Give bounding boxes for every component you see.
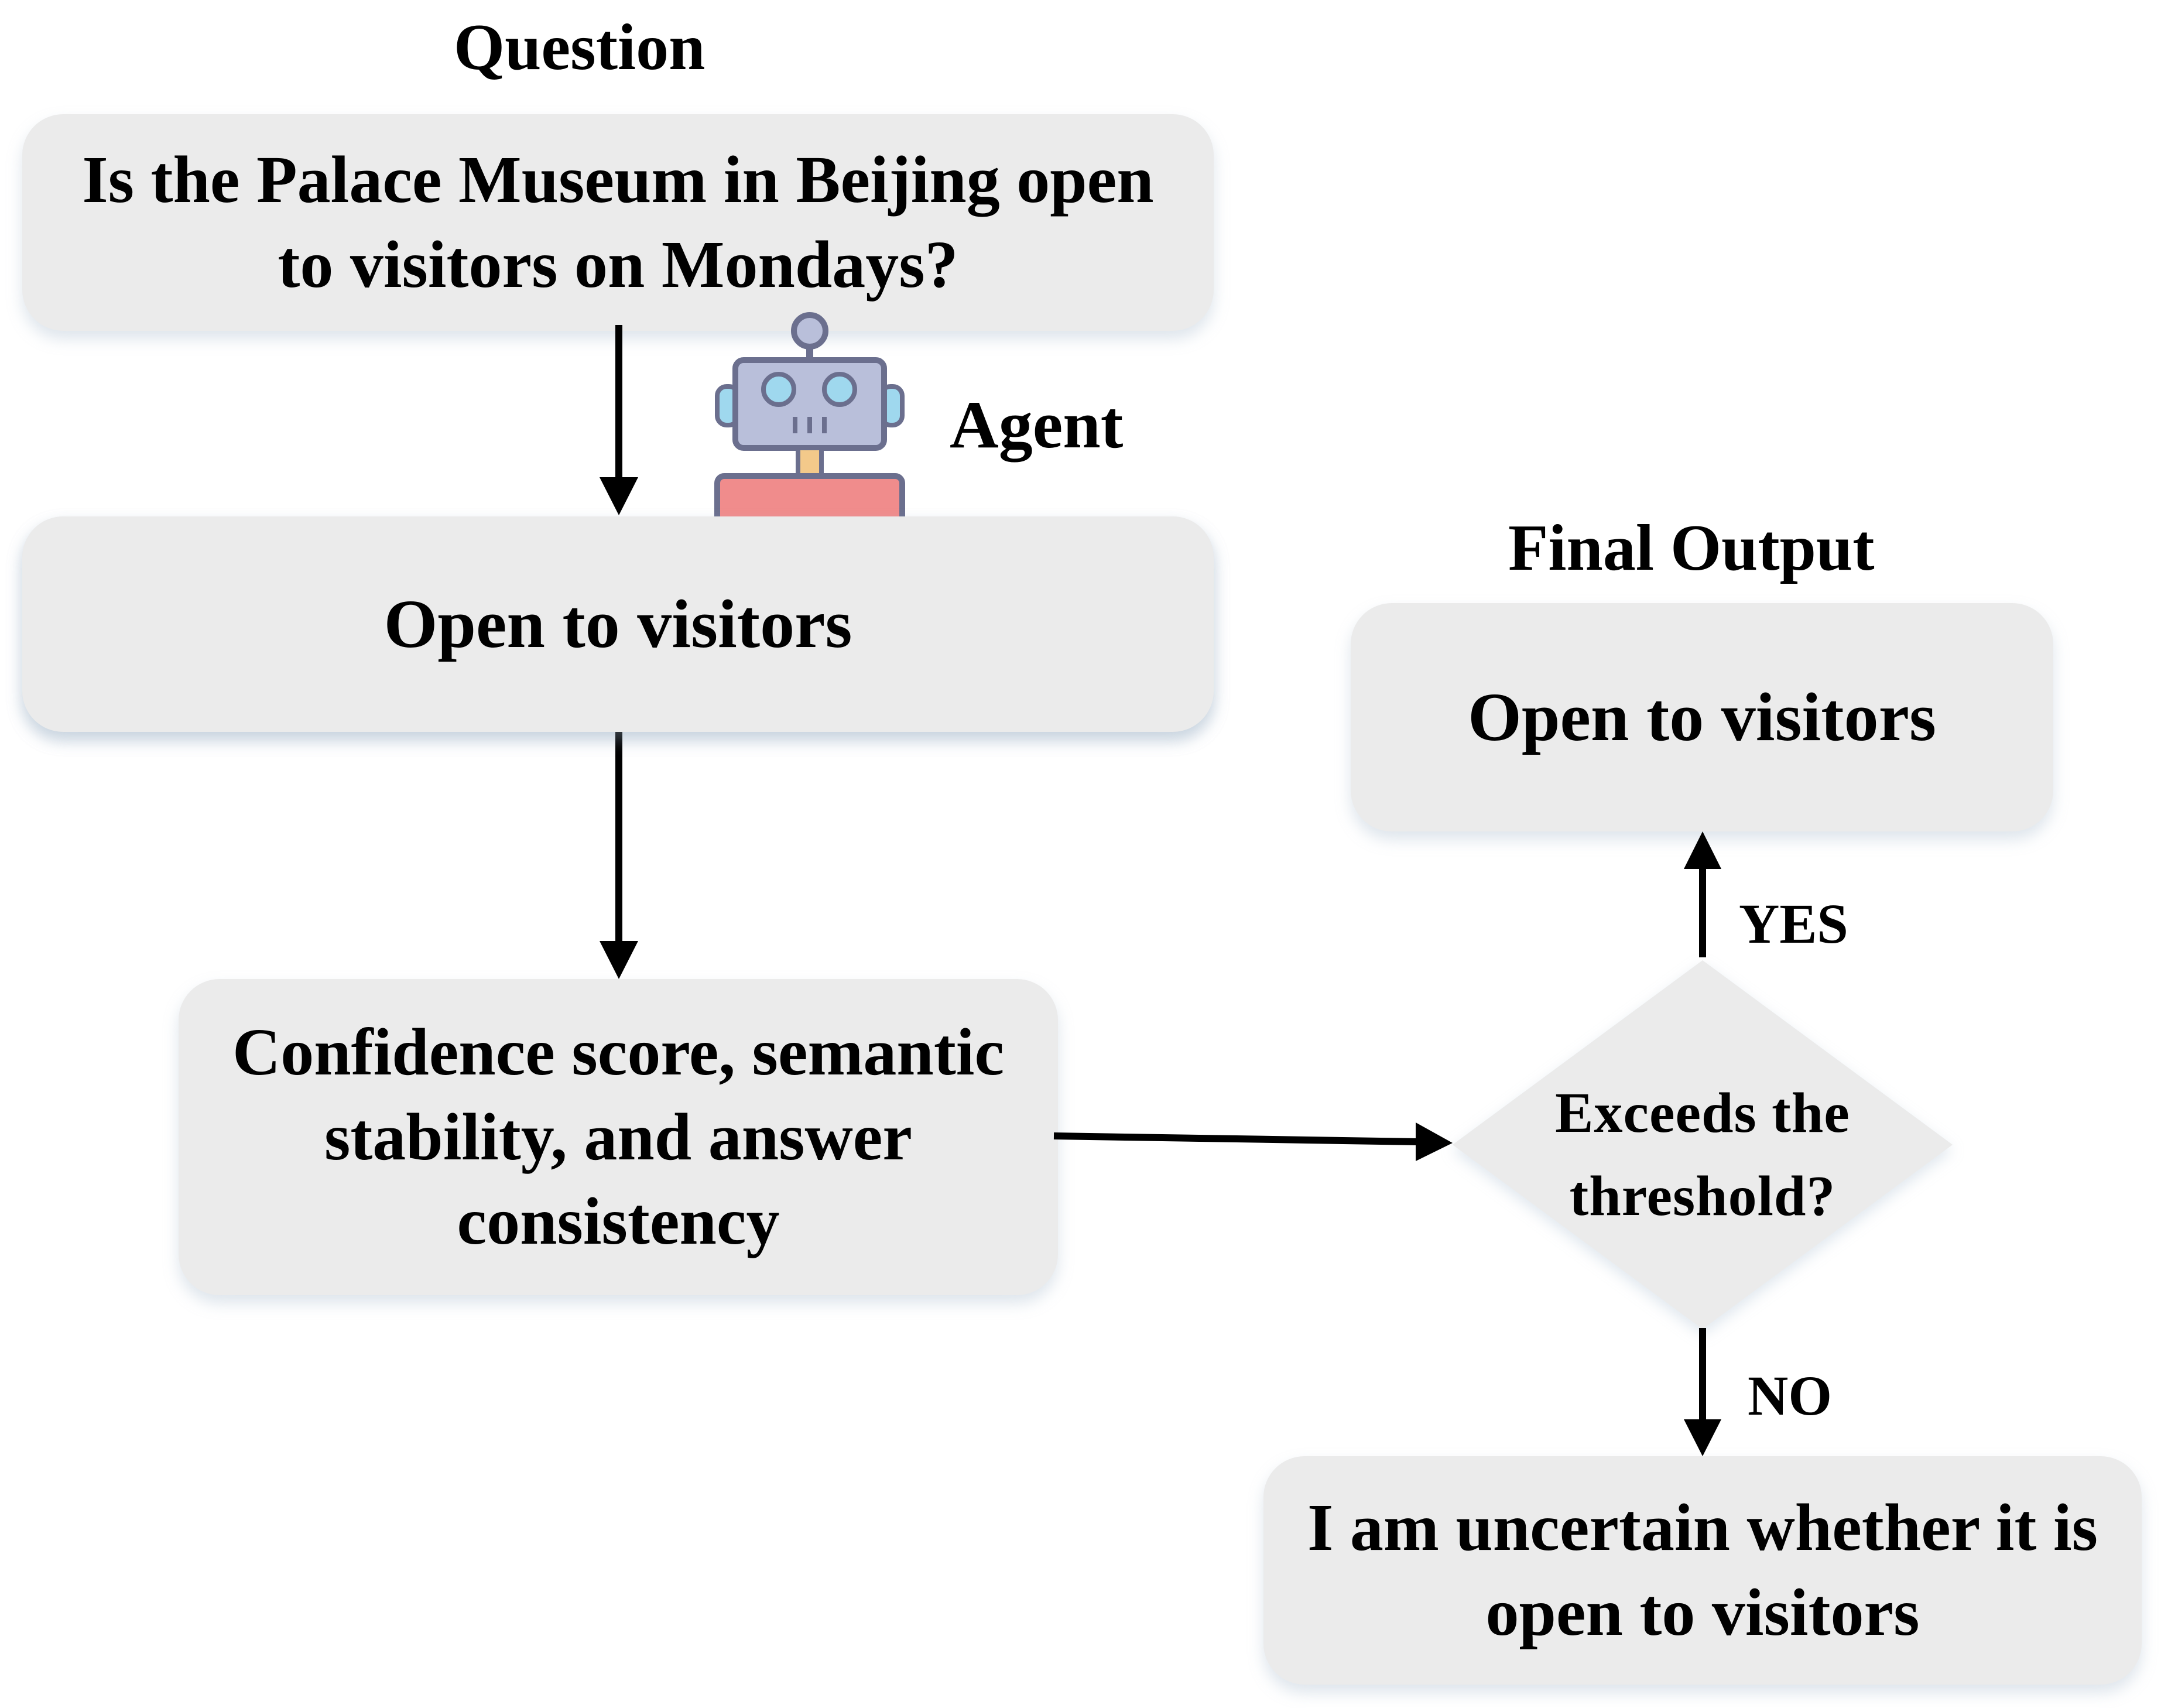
final-output-text: Open to visitors <box>1468 679 1936 756</box>
metrics-box: Confidence score, semantic stability, an… <box>179 979 1058 1295</box>
decision-line-1: Exceeds the <box>1555 1081 1850 1145</box>
arrow-answer-to-metrics <box>600 726 638 979</box>
arrow-question-to-answer <box>600 325 638 515</box>
uncertain-box: I am uncertain whether it is open to vis… <box>1263 1456 2142 1685</box>
final-output-box: Open to visitors <box>1351 603 2053 831</box>
metrics-line-3: consistency <box>457 1184 780 1259</box>
agent-label: Agent <box>950 388 1124 463</box>
question-heading: Question <box>454 11 706 84</box>
question-line-1: Is the Palace Museum in Beijing open <box>82 142 1154 217</box>
agent-answer-box-overlay: Open to visitors <box>22 516 1214 732</box>
metrics-line-1: Confidence score, semantic <box>232 1014 1005 1089</box>
question-box: Is the Palace Museum in Beijing open to … <box>22 114 1214 331</box>
decision-diamond <box>1453 960 1953 1329</box>
yes-label: YES <box>1739 892 1848 955</box>
arrow-yes <box>1684 831 1721 957</box>
final-output-heading: Final Output <box>1508 512 1875 584</box>
question-line-2: to visitors on Mondays? <box>278 227 958 302</box>
arrow-no <box>1684 1328 1721 1456</box>
uncertain-line-1: I am uncertain whether it is <box>1307 1490 2098 1565</box>
decision-line-2: threshold? <box>1569 1165 1836 1228</box>
no-label: NO <box>1748 1364 1832 1427</box>
uncertain-line-2: open to visitors <box>1485 1575 1920 1649</box>
arrow-metrics-to-decision <box>1053 1122 1453 1161</box>
metrics-line-2: stability, and answer <box>324 1099 912 1174</box>
decision-text: Exceeds the threshold? <box>1527 1072 1878 1238</box>
robot-icon <box>714 312 905 543</box>
agent-answer-text-overlay: Open to visitors <box>383 586 852 663</box>
